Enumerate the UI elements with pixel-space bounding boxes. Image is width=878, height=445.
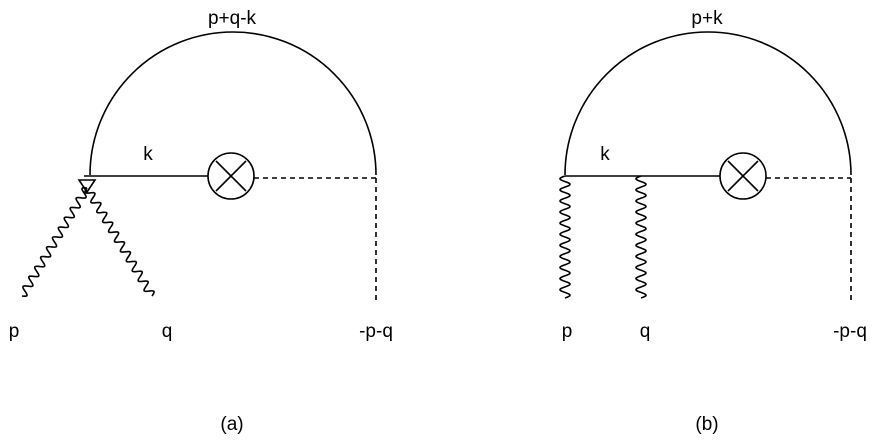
diagram-b-arc-label: p+k <box>691 8 723 29</box>
diagram-b <box>559 31 852 302</box>
diagram-a-internal-label: k <box>143 144 153 165</box>
diagram-b-left-external-label: p <box>562 321 573 342</box>
diagram-b-right-external-label: -p-q <box>833 321 867 342</box>
diagram-a-photon-q <box>84 187 155 297</box>
diagram-a <box>21 31 377 302</box>
diagram-a-right-external-label: -p-q <box>359 321 393 342</box>
circled-cross-icon <box>719 152 767 200</box>
diagram-a-caption: (a) <box>220 414 243 435</box>
diagram-a-middle-external-label: q <box>162 321 173 342</box>
diagram-b-arc-propagator <box>564 31 852 176</box>
diagram-b-photon-p <box>559 175 571 299</box>
diagram-b-photon-q <box>635 175 647 299</box>
circled-cross-icon <box>207 152 255 200</box>
diagram-a-arc-propagator <box>89 31 377 176</box>
diagram-a-left-external-label: p <box>9 321 20 342</box>
diagram-b-internal-label: k <box>600 144 610 165</box>
diagram-b-middle-external-label: q <box>640 321 651 342</box>
diagram-a-arc-label: p+q-k <box>208 8 257 29</box>
diagram-a-vertex-marker <box>77 179 97 194</box>
diagram-b-caption: (b) <box>695 414 718 435</box>
diagram-a-photon-p <box>21 186 88 298</box>
